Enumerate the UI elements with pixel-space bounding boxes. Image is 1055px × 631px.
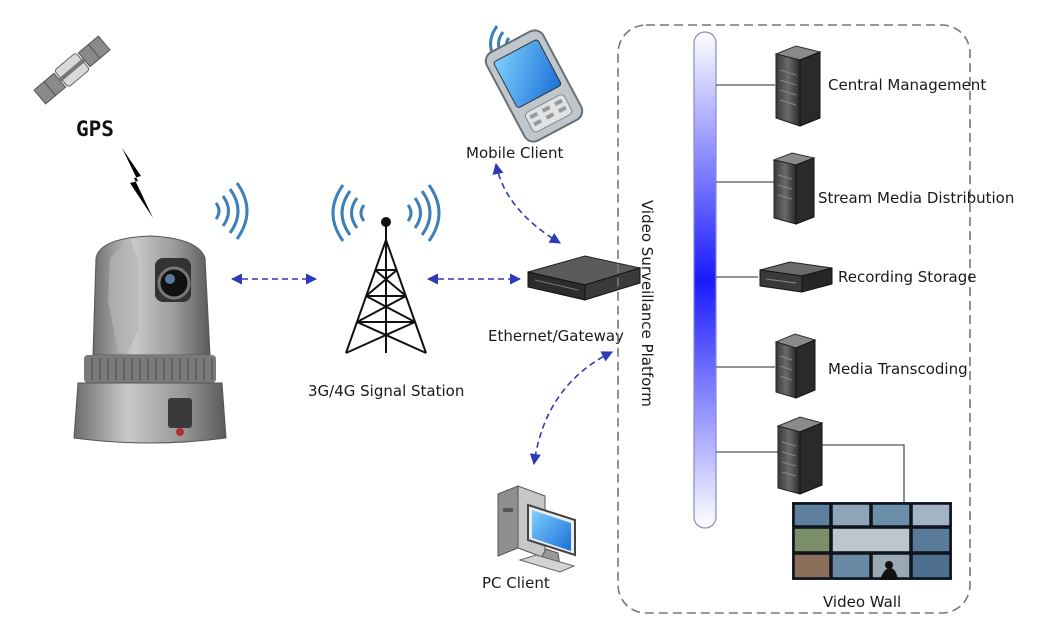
wall-connector	[820, 444, 905, 502]
satellite-icon	[33, 35, 111, 105]
gps-label: GPS	[76, 117, 114, 141]
wifi-signal-icon	[406, 184, 441, 242]
signal-tower-icon	[345, 217, 427, 354]
server-label-media-transcoding: Media Transcoding	[828, 360, 968, 378]
ptz-camera-icon	[73, 235, 227, 444]
pc-client-label: PC Client	[482, 574, 550, 592]
network-bus	[693, 31, 717, 529]
server-label-central-management: Central Management	[828, 76, 986, 94]
wifi-signal-icon	[214, 182, 249, 240]
pc-computer-icon	[497, 485, 576, 573]
gateway-pc-arrow	[529, 351, 614, 466]
server-central-management-icon	[774, 45, 822, 127]
mobile-phone-icon	[484, 29, 584, 143]
server-label-stream-media: Stream Media Distribution	[818, 189, 1014, 207]
lightning-icon	[122, 148, 153, 218]
video-wall-icon	[792, 502, 952, 580]
wifi-signal-icon	[331, 184, 366, 242]
server-label-recording-storage: Recording Storage	[838, 268, 976, 286]
server-video-wall-icon	[776, 416, 824, 495]
gateway-device-icon	[527, 255, 642, 301]
recording-storage-icon	[759, 261, 833, 293]
platform-label: Video Surveillance Platform	[638, 200, 656, 407]
platform-boundary	[617, 24, 971, 614]
gateway-label: Ethernet/Gateway	[488, 327, 624, 345]
server-media-transcoding-icon	[774, 333, 817, 399]
mobile-gateway-arrow	[492, 162, 561, 244]
signal-station-label: 3G/4G Signal Station	[308, 382, 464, 400]
mobile-client-label: Mobile Client	[466, 144, 564, 162]
server-stream-media-icon	[772, 152, 816, 225]
video-wall-label: Video Wall	[823, 593, 901, 611]
